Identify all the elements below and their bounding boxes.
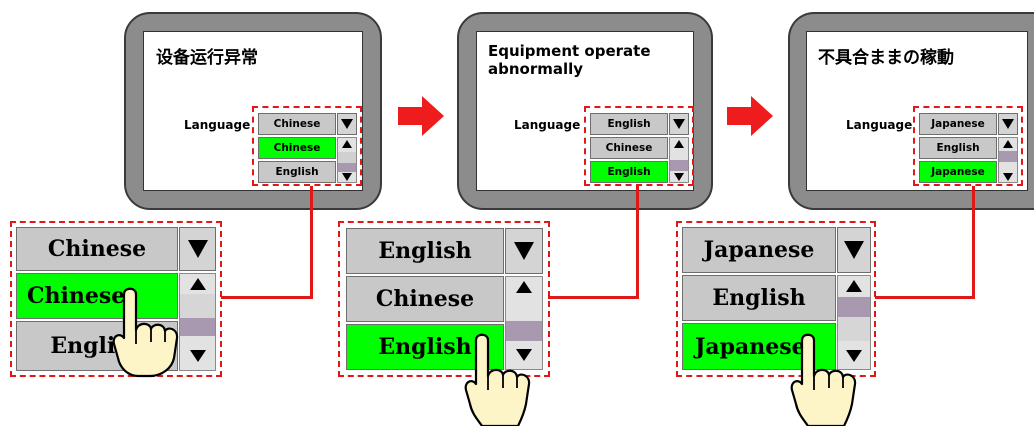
scrollbar-3[interactable] (998, 137, 1018, 183)
scroll-thumb-1[interactable] (338, 163, 356, 172)
language-select-3[interactable]: Japanese (919, 113, 997, 135)
chevron-down-icon (514, 242, 534, 260)
scroll-up-icon (516, 281, 532, 293)
dropdown-button-1[interactable] (337, 113, 357, 135)
zoom-box-1 (10, 221, 222, 377)
callout-box-1 (252, 106, 362, 186)
scroll-down-icon (516, 349, 532, 361)
list-item-1b[interactable]: English (258, 161, 336, 183)
scroll-down-button-1[interactable] (338, 170, 356, 183)
chevron-down-icon (341, 119, 353, 129)
connector-line-3h (875, 296, 975, 299)
list-item-3a[interactable]: English (919, 137, 997, 159)
language-label-1: Language (184, 118, 251, 132)
scroll-up-icon (189, 278, 206, 290)
zoom-box-2 (338, 221, 550, 377)
connector-line-1 (310, 186, 313, 298)
dropdown-button-2[interactable] (669, 113, 689, 135)
zoom-dropdown-button-3[interactable] (837, 227, 871, 273)
list-item-2a[interactable]: Chinese (590, 137, 668, 159)
scroll-down-icon (189, 350, 206, 362)
zoom-select-1[interactable]: Chinese (16, 227, 178, 271)
scroll-up-button-1[interactable] (338, 137, 356, 150)
pointing-hand-icon (790, 333, 857, 426)
chevron-down-icon (844, 241, 864, 259)
zoom-scroll-thumb-1[interactable] (180, 318, 215, 336)
scroll-down-icon (342, 172, 352, 181)
zoom-scroll-up-1[interactable] (180, 274, 215, 294)
chevron-down-icon (187, 240, 208, 258)
language-select-2[interactable]: English (590, 113, 668, 135)
connector-line-3 (972, 186, 975, 298)
alarm-title-2: Equipment operate abnormally (488, 42, 651, 78)
zoom-scroll-down-1[interactable] (180, 345, 215, 367)
alarm-title-1: 设备运行异常 (156, 48, 258, 68)
scroll-down-button-3[interactable] (999, 170, 1017, 183)
scroll-up-button-3[interactable] (999, 137, 1017, 150)
pointing-hand-icon (464, 333, 531, 426)
zoom-scroll-down-3[interactable] (838, 345, 870, 367)
scroll-up-icon (846, 279, 862, 292)
scroll-up-icon (674, 139, 684, 148)
zoom-select-2[interactable]: English (346, 228, 504, 274)
callout-box-3 (913, 106, 1023, 186)
scroll-thumb-2[interactable] (670, 160, 688, 171)
connector-line-1h (221, 296, 313, 299)
alarm-title-3: 不具合ままの稼動 (818, 48, 954, 68)
zoom-dropdown-button-1[interactable] (179, 227, 216, 271)
zoom-list-item-2a[interactable]: Chinese (346, 276, 504, 322)
zoom-dropdown-button-2[interactable] (505, 228, 543, 274)
list-item-3b[interactable]: Japanese (919, 161, 997, 183)
connector-line-2 (636, 186, 639, 298)
callout-box-2 (584, 106, 694, 186)
scroll-down-icon (846, 350, 862, 362)
language-label-3: Language (846, 118, 913, 132)
zoom-select-3[interactable]: Japanese (682, 227, 836, 273)
zoom-scroll-up-2[interactable] (506, 277, 542, 297)
zoom-scroll-thumb-2[interactable] (506, 321, 542, 341)
list-item-2b[interactable]: English (590, 161, 668, 183)
chevron-down-icon (673, 119, 685, 129)
zoom-scroll-up-3[interactable] (838, 276, 870, 295)
zoom-list-item-3a[interactable]: English (682, 275, 836, 321)
zoom-scroll-thumb-3[interactable] (838, 297, 870, 317)
scrollbar-1[interactable] (337, 137, 357, 183)
right-arrow-icon (727, 96, 773, 136)
zoom-scroll-down-2[interactable] (506, 344, 542, 366)
scrollbar-2[interactable] (669, 137, 689, 183)
zoom-box-3 (676, 221, 876, 377)
scroll-down-button-2[interactable] (670, 170, 688, 183)
connector-line-2h (548, 296, 639, 299)
zoom-list-item-1a[interactable]: Chinese (16, 273, 178, 319)
language-label-2: Language (514, 118, 581, 132)
scroll-down-icon (674, 172, 684, 181)
right-arrow-icon (398, 96, 444, 136)
scroll-down-icon (1003, 172, 1013, 181)
scroll-up-button-2[interactable] (670, 137, 688, 150)
language-select-1[interactable]: Chinese (258, 113, 336, 135)
scroll-thumb-3[interactable] (999, 151, 1017, 162)
chevron-down-icon (1002, 119, 1014, 129)
scroll-up-icon (1003, 139, 1013, 148)
dropdown-button-3[interactable] (998, 113, 1018, 135)
pointing-hand-icon (112, 287, 179, 378)
list-item-1a[interactable]: Chinese (258, 137, 336, 159)
scroll-up-icon (342, 139, 352, 148)
